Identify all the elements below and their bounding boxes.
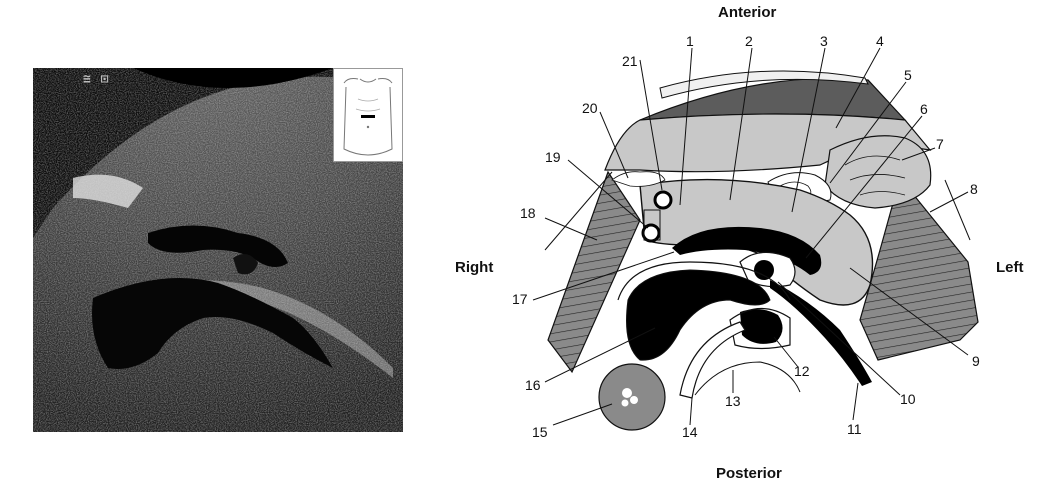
inferior-vena-cava — [626, 269, 771, 361]
label-13: 13 — [725, 393, 741, 409]
splenic-vein — [672, 226, 822, 275]
label-5: 5 — [904, 67, 912, 83]
ultrasound-image: ≅ ⊡ — [33, 68, 403, 432]
label-3: 3 — [820, 33, 828, 49]
label-20: 20 — [582, 100, 598, 116]
vessel-21 — [653, 190, 673, 210]
label-10: 10 — [900, 391, 916, 407]
anterior-wall-skin — [659, 70, 869, 99]
leader-lines — [532, 47, 969, 426]
left-abdominal-wall-muscle — [859, 176, 979, 361]
label-4: 4 — [876, 33, 884, 49]
label-7: 7 — [936, 136, 944, 152]
label-8: 8 — [970, 181, 978, 197]
label-21: 21 — [622, 53, 638, 69]
label-16: 16 — [525, 377, 541, 393]
label-6: 6 — [920, 101, 928, 117]
body-position-thumbnail — [333, 68, 403, 162]
label-1: 1 — [686, 33, 694, 49]
superior-mesenteric-artery — [754, 260, 774, 280]
left-renal-vein — [770, 280, 872, 386]
aorta — [740, 309, 783, 344]
label-9: 9 — [972, 353, 980, 369]
posterior-label: Posterior — [716, 465, 782, 482]
anatomical-diagram: 1 2 3 4 5 6 7 8 9 10 11 12 13 14 15 16 1… — [512, 33, 980, 440]
scan-marker-text: ≅ ⊡ — [83, 72, 110, 87]
label-17: 17 — [512, 291, 528, 307]
label-2: 2 — [745, 33, 753, 49]
vessel-19 — [641, 223, 661, 243]
label-19: 19 — [545, 149, 561, 165]
label-15: 15 — [532, 424, 548, 440]
left-label: Left — [996, 259, 1024, 276]
label-18: 18 — [520, 205, 536, 221]
right-abdominal-wall-muscle — [547, 170, 641, 374]
anterior-label: Anterior — [718, 4, 777, 21]
label-12: 12 — [794, 363, 810, 379]
vertebral-body — [679, 321, 746, 399]
right-label: Right — [455, 259, 494, 276]
label-11: 11 — [847, 421, 862, 437]
label-14: 14 — [682, 424, 698, 440]
stomach — [824, 135, 932, 209]
